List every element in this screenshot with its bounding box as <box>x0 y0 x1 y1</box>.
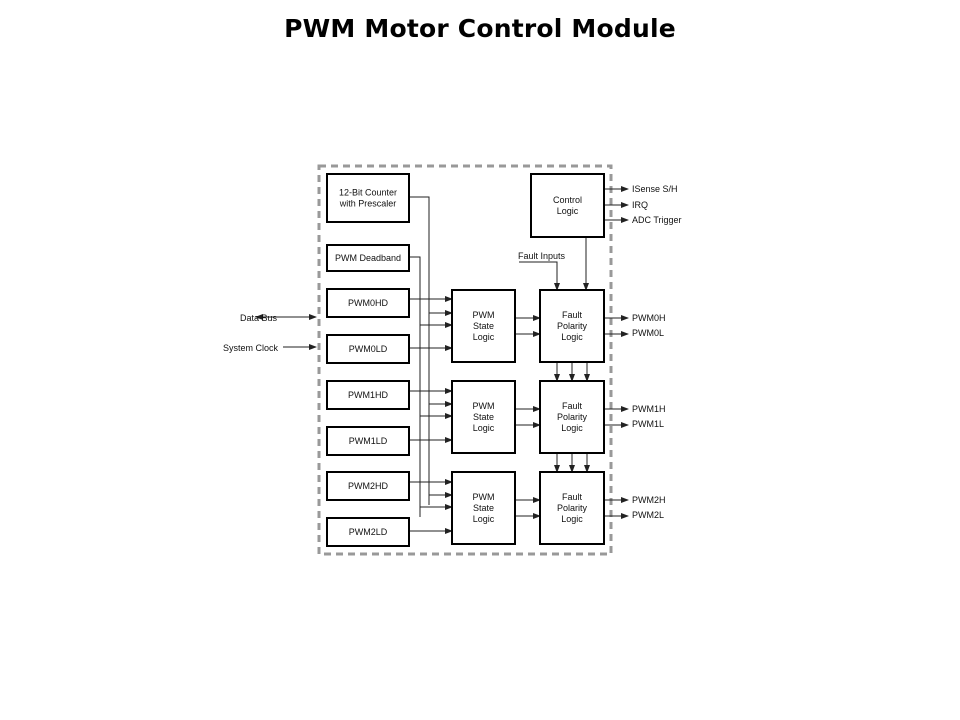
block-deadband-box <box>326 244 410 272</box>
block-counter-box <box>326 173 410 223</box>
block-pwm0ld: PWM0LD <box>326 334 410 364</box>
block-deadband-label: PWM Deadband <box>335 253 401 263</box>
block-state0-label: State <box>473 321 494 331</box>
block-fault1-box <box>539 380 605 454</box>
block-state2-label: State <box>473 503 494 513</box>
block-pwm1ld-box <box>326 426 410 456</box>
block-state1-label: PWM <box>473 401 495 411</box>
label-pwm0h: PWM0H <box>632 313 666 323</box>
wire-deadband-bus <box>409 256 421 517</box>
wire-counter-bus <box>409 196 430 505</box>
label-adc-trigger: ADC Trigger <box>632 215 682 225</box>
wires <box>255 186 629 534</box>
block-pwm0ld-label: PWM0LD <box>349 344 388 354</box>
block-fault2-label: Fault <box>562 492 583 502</box>
block-pwm1ld: PWM1LD <box>326 426 410 456</box>
block-fault0-label: Polarity <box>557 321 588 331</box>
block-state2-label: PWM <box>473 492 495 502</box>
block-state1-box <box>451 380 516 454</box>
block-fault2-box <box>539 471 605 545</box>
label-pwm2h: PWM2H <box>632 495 666 505</box>
block-state0-label: PWM <box>473 310 495 320</box>
block-pwm2hd-label: PWM2HD <box>348 481 388 491</box>
label-isense: ISense S/H <box>632 184 678 194</box>
block-pwm2ld: PWM2LD <box>326 517 410 547</box>
block-control-box <box>530 173 605 238</box>
block-pwm2hd-box <box>326 471 410 501</box>
label-system-clock: System Clock <box>223 343 279 353</box>
block-fault0-label: Fault <box>562 310 583 320</box>
block-pwm2ld-box <box>326 517 410 547</box>
block-fault1-label: Fault <box>562 401 583 411</box>
block-pwm2ld-label: PWM2LD <box>349 527 388 537</box>
block-state2-label: Logic <box>473 514 495 524</box>
block-state0-label: Logic <box>473 332 495 342</box>
block-state1-label: State <box>473 412 494 422</box>
block-pwm1ld-label: PWM1LD <box>349 436 388 446</box>
block-pwm0hd-label: PWM0HD <box>348 298 388 308</box>
label-irq: IRQ <box>632 200 648 210</box>
label-fault-inputs: Fault Inputs <box>518 251 566 261</box>
block-pwm1hd-box <box>326 380 410 410</box>
block-fault1-label: Polarity <box>557 412 588 422</box>
module-boundary <box>317 164 613 556</box>
block-pwm0hd: PWM0HD <box>326 288 410 318</box>
block-fault1-label: Logic <box>561 423 583 433</box>
block-fault2-label: Logic <box>561 514 583 524</box>
label-pwm0l: PWM0L <box>632 328 664 338</box>
slide-title: PWM Motor Control Module <box>284 14 676 43</box>
block-pwm1hd-label: PWM1HD <box>348 390 388 400</box>
block-deadband: PWM Deadband <box>326 244 410 272</box>
label-pwm1l: PWM1L <box>632 419 664 429</box>
block-pwm0hd-box <box>326 288 410 318</box>
block-fault2-label: Polarity <box>557 503 588 513</box>
block-state0-box <box>451 289 516 363</box>
block-fault0-label: Logic <box>561 332 583 342</box>
block-fault0-box <box>539 289 605 363</box>
block-counter-label: with Prescaler <box>339 199 397 209</box>
block-pwm0ld-box <box>326 334 410 364</box>
block-pwm1hd: PWM1HD <box>326 380 410 410</box>
block-pwm2hd: PWM2HD <box>326 471 410 501</box>
block-state1-label: Logic <box>473 423 495 433</box>
label-pwm1h: PWM1H <box>632 404 666 414</box>
block-counter-label: 12-Bit Counter <box>339 188 397 198</box>
wire-fault-inputs <box>519 261 560 291</box>
block-control-label: Logic <box>557 206 579 216</box>
label-pwm2l: PWM2L <box>632 510 664 520</box>
label-data-bus: Data Bus <box>240 313 278 323</box>
block-control-label: Control <box>553 195 582 205</box>
block-state2-box <box>451 471 516 545</box>
